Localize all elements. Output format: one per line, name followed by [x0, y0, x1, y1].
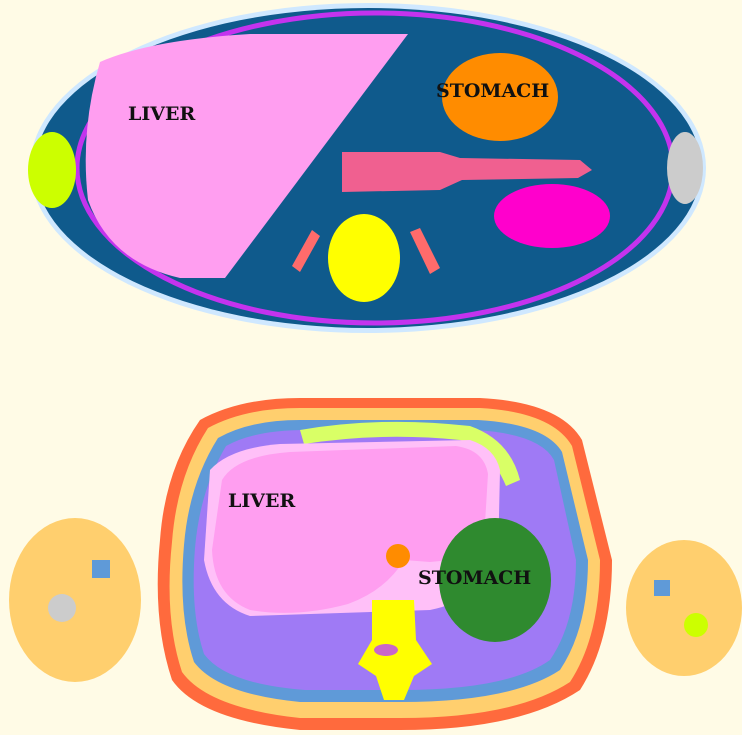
simplified-stomach-label: STOMACH [436, 80, 549, 102]
detailed-arm-left-bone [48, 594, 76, 622]
detailed-spinal-cord [374, 644, 398, 656]
detailed-arm-right [626, 540, 742, 676]
detailed-liver-label: LIVER [228, 490, 295, 512]
detailed-stomach-label: STOMACH [418, 567, 531, 589]
simplified-liver-label: LIVER [128, 103, 195, 125]
detailed-arm-left [9, 518, 141, 682]
simplified-arm-left [28, 132, 76, 208]
detailed-arm-right-bone [684, 613, 708, 637]
detailed-aorta [386, 544, 410, 568]
simplified-spine [328, 214, 400, 302]
simplified-arm-right [667, 132, 703, 204]
simplified-spleen [494, 184, 610, 248]
simplified-phantom-panel: LIVER STOMACH [28, 3, 706, 333]
detailed-arm-left-vessel [92, 560, 110, 578]
detailed-phantom-panel: LIVER STOMACH [9, 398, 742, 730]
detailed-arm-right-vessel [654, 580, 670, 596]
